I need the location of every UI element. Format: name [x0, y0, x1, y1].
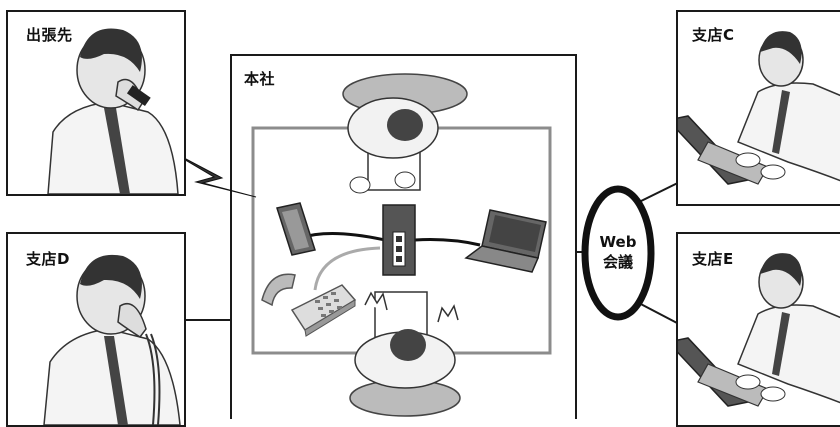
- web-conference-oval: [581, 185, 655, 321]
- laptop-icon: [464, 209, 547, 273]
- branch-c-label: 支店C: [692, 26, 735, 44]
- hq-label: 本社: [244, 70, 276, 88]
- branch-d-label: 支店D: [26, 250, 70, 268]
- hq-person-top: [342, 73, 468, 194]
- travel-box: 出張先: [6, 10, 186, 196]
- branch-c-box: 支店C: [676, 10, 840, 206]
- person-using-laptop-icon: [678, 31, 840, 185]
- person-on-mobile-phone-icon: [47, 28, 179, 194]
- branch-e-label: 支店E: [692, 250, 734, 268]
- branch-d-box: 支店D: [6, 232, 186, 427]
- tablet-icon: [276, 202, 316, 256]
- web-label-line1: Web: [599, 233, 637, 251]
- person-on-desk-phone-icon: [43, 254, 181, 425]
- person-using-laptop-icon: [678, 253, 840, 407]
- web-label-line2: 会議: [602, 253, 633, 271]
- conference-speakerphone-icon: [382, 204, 416, 276]
- branch-e-box: 支店E: [676, 232, 840, 427]
- travel-label: 出張先: [26, 26, 73, 44]
- desk-phone-icon: [261, 273, 357, 337]
- lightning-bolt-icon: [164, 147, 257, 198]
- cable-laptop: [414, 238, 481, 247]
- hq-person-bottom: [349, 291, 461, 417]
- cable-phone: [313, 246, 381, 291]
- web-conference-label: Web 会議: [592, 232, 644, 272]
